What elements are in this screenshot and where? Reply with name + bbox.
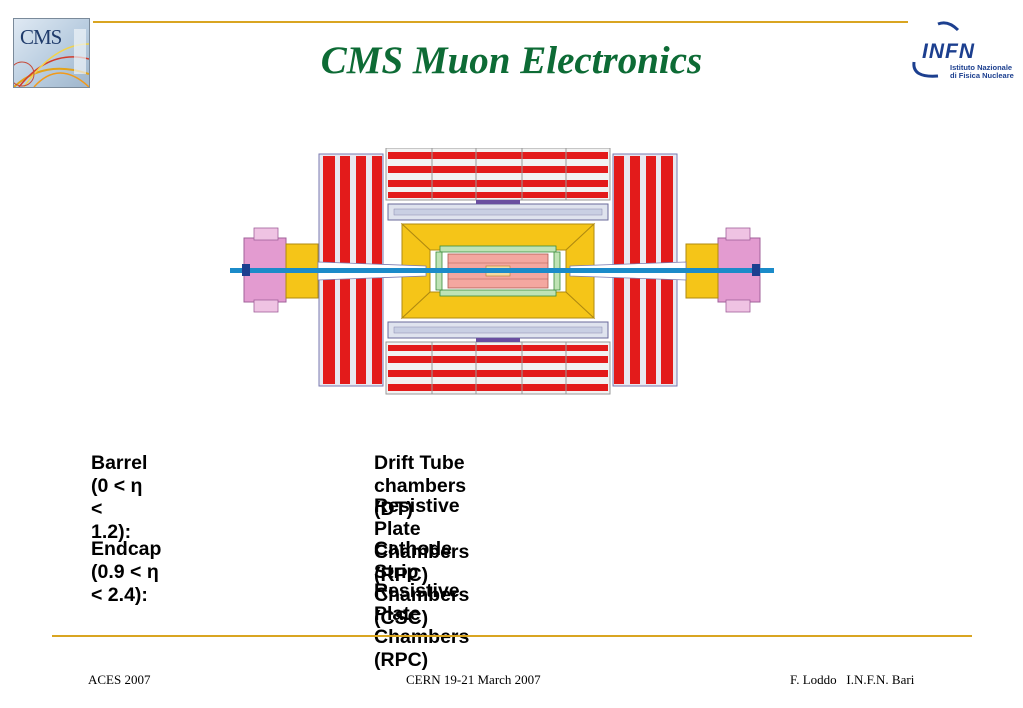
cms-logo-text: CMS [20,25,62,49]
row-value: Resistive Plate Chambers (RPC) [374,580,470,671]
infn-swoosh-icon [912,21,960,78]
row-label: Endcap (0.9 < η < 2.4): [91,538,162,606]
beam-pipe [230,261,774,281]
footer-right: F. Loddo I.N.F.N. Bari [790,672,915,687]
barrel-yoke [385,148,611,395]
row-value: Resistive Plate Chambers (RPC) [374,495,470,586]
footer-center: CERN 19-21 March 2007 [406,672,541,687]
footer-left: ACES 2007 [88,672,151,687]
page-title: CMS Muon Electronics [320,39,703,82]
infn-logo-subtitle: Istituto Nazionale di Fisica Nucleare [950,63,1014,80]
row-value: Drift Tube chambers (DT) [374,452,467,520]
solenoid [387,200,609,342]
cms-detector-diagram [230,148,774,395]
hadron-calorimeter [400,222,596,320]
infn-logo: INFN Istituto Nazionale di Fisica Nuclea… [908,18,1020,84]
row-label: Barrel (0 < η < 1.2): [91,452,148,543]
footer-rule [52,635,972,637]
header-rule [93,21,908,23]
cms-logo: CMS [13,18,90,88]
row-value: Cathode Strip Chambers (CSC) [374,538,470,629]
infn-logo-text: INFN [922,40,975,63]
cms-logo-graphic [14,29,89,87]
